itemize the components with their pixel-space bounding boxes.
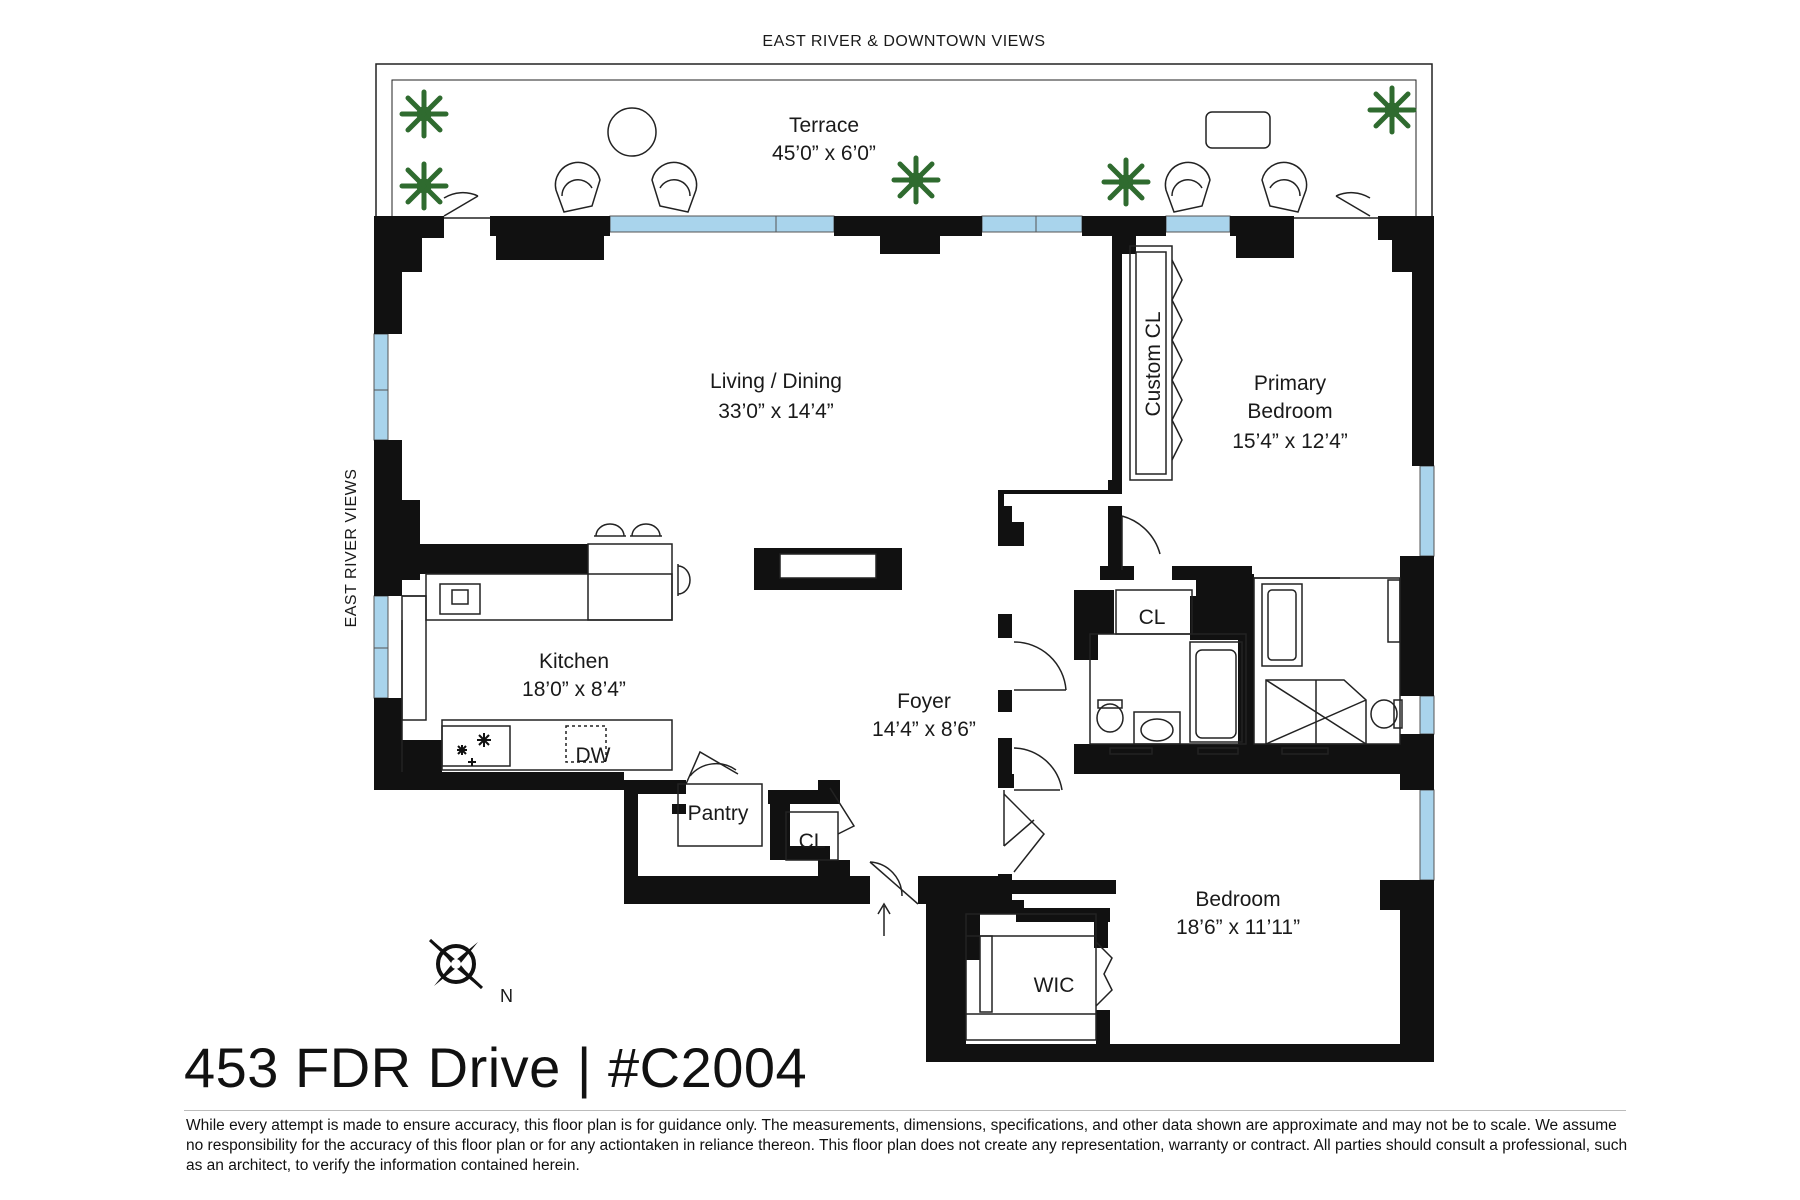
disclaimer-text: While every attempt is made to ensure ac… xyxy=(186,1117,1628,1174)
custom-closet-label: Custom CL xyxy=(1142,311,1165,416)
walls xyxy=(374,216,1434,1062)
terrace-furniture xyxy=(554,107,1308,213)
windows xyxy=(373,215,1435,881)
terrace-name: Terrace xyxy=(789,114,859,137)
bedroom-dims: 18’6” x 11’11” xyxy=(1176,916,1300,939)
plant-icon xyxy=(399,89,449,139)
living-dims: 33’0” x 14’4” xyxy=(718,400,834,423)
side-views-label: EAST RIVER VIEWS xyxy=(343,469,360,628)
fixtures xyxy=(401,191,1403,1041)
kitchen-dims: 18’0” x 8’4” xyxy=(522,678,626,701)
entry-closet-label: CL xyxy=(799,830,826,853)
plants xyxy=(399,85,1417,211)
primary-name-1: Primary xyxy=(1254,372,1327,395)
divider-line xyxy=(184,1110,1626,1111)
foyer-dims: 14’4” x 8’6” xyxy=(872,718,976,741)
bath-closet-label: CL xyxy=(1139,606,1166,629)
plant-icon xyxy=(1367,85,1417,135)
plant-icon xyxy=(891,155,941,205)
primary-name-2: Bedroom xyxy=(1247,400,1332,423)
plant-icon xyxy=(1101,157,1151,207)
living-name: Living / Dining xyxy=(710,370,842,393)
wic-label: WIC xyxy=(1034,974,1075,997)
property-address: 453 FDR Drive | #C2004 xyxy=(184,1036,808,1099)
compass-north-label: N xyxy=(500,986,514,1006)
dishwasher-label: DW xyxy=(576,744,611,767)
primary-dims: 15’4” x 12’4” xyxy=(1232,430,1348,453)
pantry-label: Pantry xyxy=(688,802,749,825)
bedroom-name: Bedroom xyxy=(1195,888,1280,911)
snowflake-icon xyxy=(457,733,491,766)
foyer-name: Foyer xyxy=(897,690,951,713)
kitchen-name: Kitchen xyxy=(539,650,609,673)
plant-icon xyxy=(399,161,449,211)
compass-icon xyxy=(428,938,484,990)
terrace-dims: 45’0” x 6’0” xyxy=(772,142,876,165)
top-views-label: EAST RIVER & DOWNTOWN VIEWS xyxy=(762,33,1045,50)
floor-plan: EAST RIVER & DOWNTOWN VIEWS EAST RIVER V… xyxy=(343,33,1435,1062)
